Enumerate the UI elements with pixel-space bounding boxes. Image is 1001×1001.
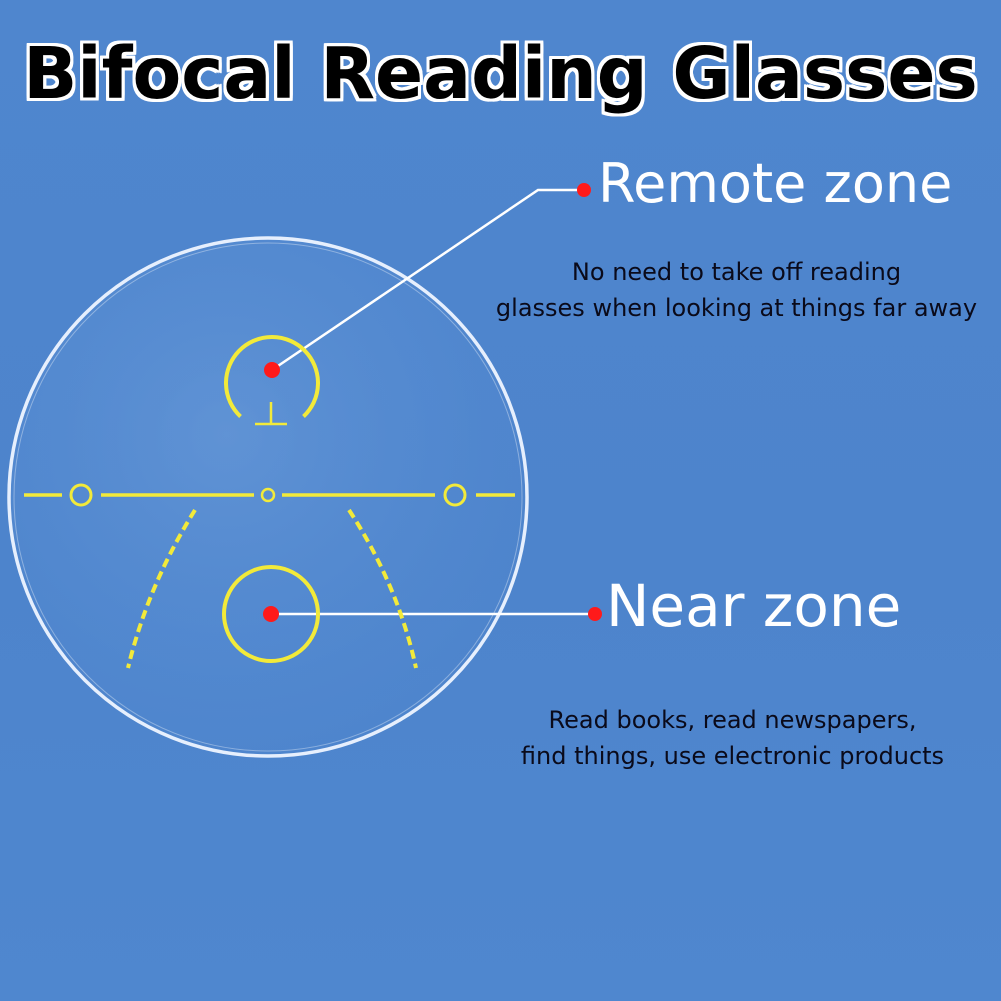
lens-body (9, 238, 527, 756)
near-zone-label: Near zone (606, 572, 902, 640)
near-zone-description-line1: Read books, read newspapers, (548, 706, 917, 734)
near-zone-circle (222, 565, 320, 663)
left-reference-circle (69, 483, 93, 507)
remote-zone-dot (264, 362, 280, 378)
remote-zone-label: Remote zone (598, 152, 953, 215)
remote-zone-description-line2: glasses when looking at things far away (495, 294, 978, 322)
near-zone-description: Read books, read newspapers, find things… (470, 702, 995, 774)
lens-rim (7, 236, 529, 758)
page-title: Bifocal Reading Glasses (23, 32, 978, 115)
center-reference-circle (260, 487, 276, 503)
right-corridor-boundary (347, 508, 418, 669)
remote-zone-description-line1: No need to take off reading (571, 258, 902, 286)
right-reference-circle (443, 483, 467, 507)
near-zone-description-line2: find things, use electronic products (520, 742, 945, 770)
remote-label-dot (577, 183, 591, 197)
near-label-dot (588, 607, 602, 621)
lens-inner-rim (13, 242, 523, 752)
near-zone-dot (263, 606, 279, 622)
remote-zone-description: No need to take off reading glasses when… (474, 254, 999, 326)
remote-zone-arc (224, 335, 320, 418)
left-corridor-boundary (126, 508, 197, 669)
remote-zone-leader-line (271, 188, 584, 372)
